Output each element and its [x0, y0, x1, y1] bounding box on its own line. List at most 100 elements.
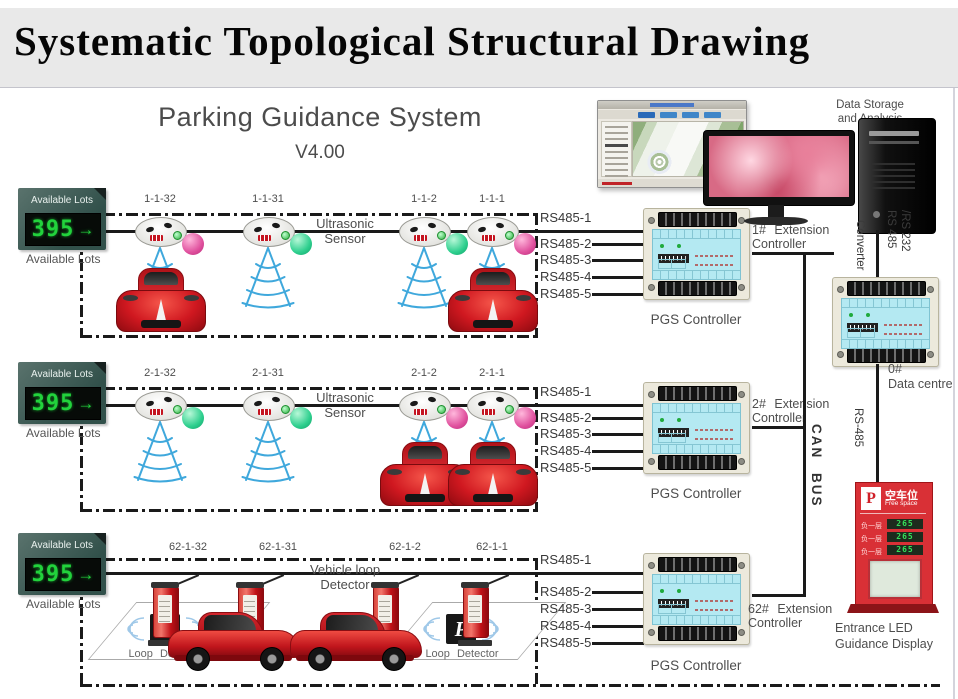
ultrasonic-sensor-icon	[243, 217, 295, 247]
rs485-bus-line	[104, 404, 644, 407]
page-right-border	[953, 88, 955, 699]
pgs-controller-caption: PGS Controller	[650, 312, 742, 327]
direction-arrow-icon: →	[77, 564, 95, 584]
monitor-stand	[768, 205, 784, 217]
occupied-ball-icon	[514, 233, 536, 255]
ultrasonic-sensor-icon	[243, 391, 295, 421]
rs485-line	[876, 364, 879, 482]
sensor-id: 62-1-32	[169, 541, 207, 553]
can-bus-line	[803, 252, 806, 597]
diagram-version: V4.00	[295, 142, 345, 163]
data-centre-label: 0#Data centre	[888, 362, 953, 391]
sign-label: Available Lots	[30, 195, 94, 206]
rs485-label: RS485-2	[540, 584, 592, 599]
converter-line	[876, 230, 879, 278]
loop-detector-caption: Loop Detector	[425, 648, 499, 660]
sensor-id: 1-1-2	[411, 193, 437, 205]
parking-zone-row-1: Available Lots 395 → Available Lots 1-1-…	[0, 186, 958, 351]
sign-caption: Available Lots	[26, 252, 101, 266]
rs485-label: RS485-3	[540, 601, 592, 616]
extension-link-line	[752, 426, 806, 429]
car-icon	[448, 442, 538, 506]
rs485-label: RS485-3	[540, 252, 592, 267]
car-icon	[116, 268, 206, 332]
rs485-label: RS485-5	[540, 635, 592, 650]
sensor-id: 62-1-31	[259, 541, 297, 553]
pgs-controller-caption: PGS Controller	[650, 486, 742, 501]
sensor-id: 62-1-2	[389, 541, 421, 553]
parking-p-icon: P	[860, 486, 882, 511]
available-count: 395	[31, 217, 75, 242]
ultrasonic-sensor-icon	[135, 217, 187, 247]
ultrasonic-sensor-icon	[399, 217, 451, 247]
direction-arrow-icon: →	[77, 219, 95, 239]
led-screen: 395 →	[25, 558, 101, 591]
page-header: Systematic Topological Structural Drawin…	[0, 8, 958, 88]
extension-link-line	[752, 594, 806, 597]
rs485-label: RS485-5	[540, 286, 592, 301]
sensor-id: 2-1-2	[411, 367, 437, 379]
ultrasonic-sensor-icon	[135, 391, 187, 421]
led-panel-screen	[868, 559, 922, 599]
sensor-id: 1-1-1	[479, 193, 505, 205]
window-side-panel	[601, 121, 632, 177]
loop-signal-icon	[423, 617, 441, 641]
occupied-ball-icon	[446, 407, 468, 429]
sign-caption: Available Lots	[26, 597, 101, 611]
pgs-controller-device	[643, 553, 750, 645]
occupied-ball-icon	[182, 233, 204, 255]
ultrasonic-sensor-icon	[467, 217, 519, 247]
sonar-waves-icon	[241, 421, 295, 483]
parking-zone-row-2: Available Lots 395 → Available Lots 2-1-…	[0, 360, 958, 525]
rs485-bus-line	[104, 572, 644, 575]
car-icon	[168, 612, 300, 671]
sonar-waves-icon	[241, 247, 295, 309]
can-bus-label: CAN BUS	[809, 424, 824, 508]
led-screen: 395 →	[25, 213, 101, 246]
sonar-waves-icon	[397, 247, 451, 309]
ultrasonic-sensor-icon	[467, 391, 519, 421]
available-lots-sign: Available Lots 395 →	[18, 188, 106, 250]
pgs-controller-device	[643, 382, 750, 474]
sensor-id: 2-1-1	[479, 367, 505, 379]
rs485-bus-line	[104, 230, 644, 233]
sensor-id: 2-1-32	[144, 367, 176, 379]
page-title: Systematic Topological Structural Drawin…	[14, 18, 811, 64]
loop-detector-device	[151, 582, 179, 638]
pgs-controller-device	[643, 208, 750, 300]
loop-detector-device	[461, 582, 489, 638]
available-lots-sign: Available Lots 395 →	[18, 362, 106, 424]
diagram-title: Parking Guidance System	[158, 102, 482, 132]
available-lots-sign: Available Lots 395 →	[18, 533, 106, 595]
rs485-label: RS485-4	[540, 618, 592, 633]
data-centre-device	[832, 277, 939, 367]
rs485-label: RS485-4	[540, 269, 592, 284]
free-space-en-label: Free space	[885, 500, 918, 507]
window-titlebar	[598, 101, 746, 109]
zone-border	[80, 335, 538, 338]
rs485-label: RS485-2	[540, 236, 592, 251]
interface-label: RS 485/RS 232	[885, 210, 911, 252]
extension-link-line	[752, 252, 834, 255]
zone-border	[80, 213, 83, 338]
monitor-base	[744, 217, 808, 225]
car-icon	[290, 612, 422, 671]
rs485-down-label: RS-485	[852, 408, 864, 447]
free-ball-icon	[446, 233, 468, 255]
sensor-id: 1-1-32	[144, 193, 176, 205]
zone-border	[80, 213, 538, 216]
rs485-label: RS485-3	[540, 426, 592, 441]
computer-tower-icon	[858, 118, 936, 234]
monitor-icon	[703, 130, 855, 206]
rs485-label: RS485-1	[540, 210, 592, 225]
sign-caption: Available Lots	[26, 426, 101, 440]
